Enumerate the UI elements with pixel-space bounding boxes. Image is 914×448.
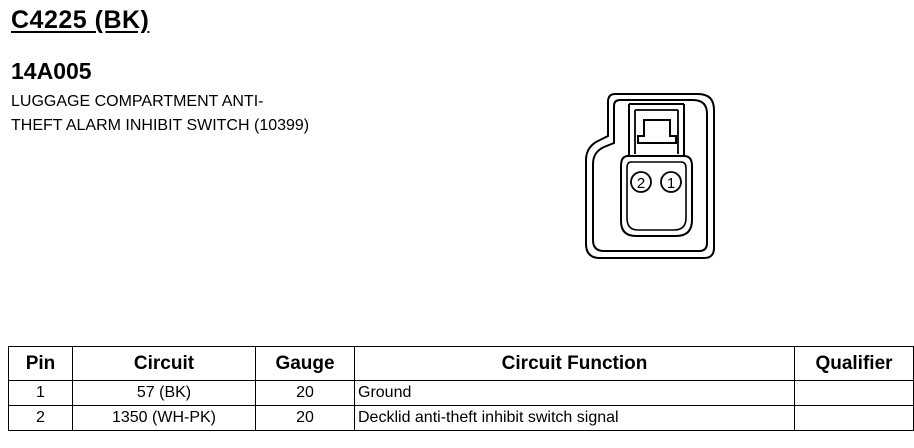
locking-tab-frame-inner <box>634 109 679 154</box>
connector-face-diagram: 2 1 <box>585 93 715 259</box>
col-header-circuit-function: Circuit Function <box>354 346 795 381</box>
table-row: 2 1350 (WH-PK) 20 Decklid anti-theft inh… <box>8 405 914 431</box>
description-line-2: THEFT ALARM INHIBIT SWITCH (10399) <box>11 117 310 134</box>
cell-gauge: 20 <box>255 380 355 406</box>
description-line-1: LUGGAGE COMPARTMENT ANTI- <box>11 93 264 110</box>
cell-qualifier <box>794 405 914 431</box>
table-header-row: Pin Circuit Gauge Circuit Function Quali… <box>8 346 914 381</box>
cell-gauge: 20 <box>255 405 355 431</box>
pin-1-label: 1 <box>667 175 675 192</box>
cell-circuit-function: Ground <box>354 380 795 406</box>
connector-outer-housing <box>585 93 715 259</box>
pin-2-label: 2 <box>637 175 645 192</box>
col-header-gauge: Gauge <box>255 346 355 381</box>
cell-qualifier <box>794 380 914 406</box>
pinout-table: Pin Circuit Gauge Circuit Function Quali… <box>8 346 914 431</box>
locking-tab-frame <box>628 103 685 156</box>
locking-tab <box>637 119 677 144</box>
pin-cavity <box>620 155 693 237</box>
table-row: 1 57 (BK) 20 Ground <box>8 380 914 406</box>
col-header-pin: Pin <box>8 346 73 381</box>
part-number: 14A005 <box>11 58 92 84</box>
col-header-circuit: Circuit <box>72 346 256 381</box>
cell-circuit: 1350 (WH-PK) <box>72 405 256 431</box>
pin-1-circle <box>660 171 682 193</box>
col-header-qualifier: Qualifier <box>794 346 914 381</box>
cell-pin: 2 <box>8 405 73 431</box>
connector-inner-housing <box>592 99 708 252</box>
component-description: LUGGAGE COMPARTMENT ANTI- THEFT ALARM IN… <box>11 90 309 138</box>
pin-cavity-inner <box>626 161 687 231</box>
connector-id-title: C4225 (BK) <box>11 6 150 34</box>
cell-circuit-function: Decklid anti-theft inhibit switch signal <box>354 405 795 431</box>
pin-2-circle <box>630 171 652 193</box>
cell-pin: 1 <box>8 380 73 406</box>
cell-circuit: 57 (BK) <box>72 380 256 406</box>
